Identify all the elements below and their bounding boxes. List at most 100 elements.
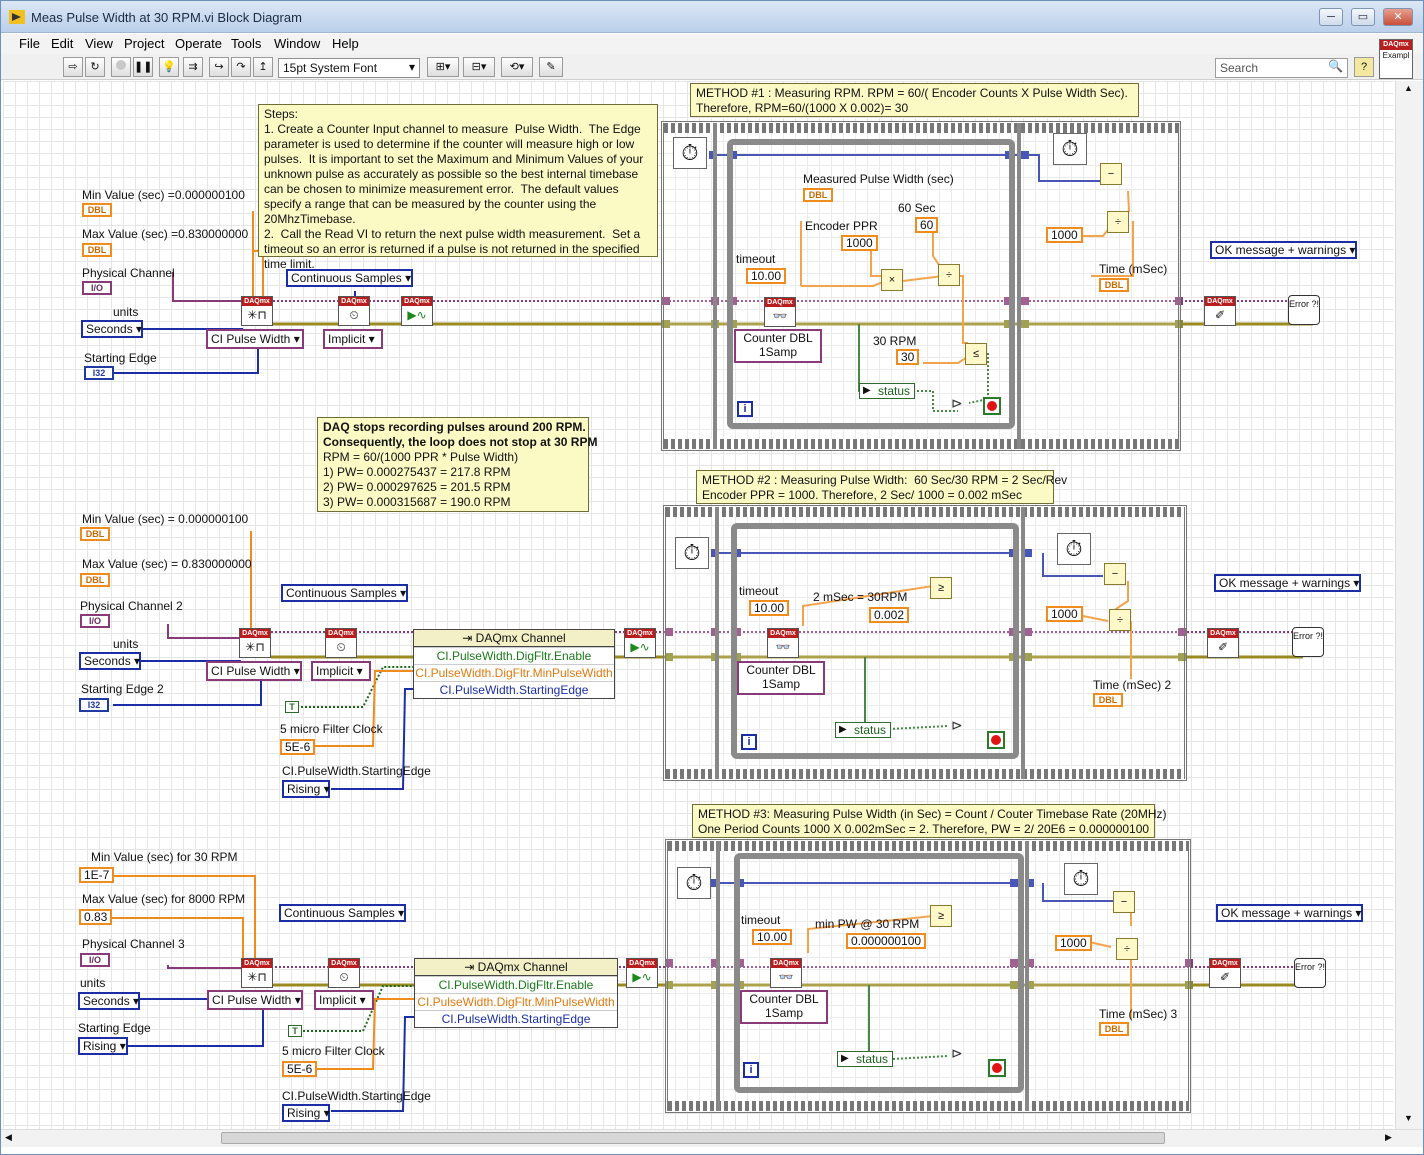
property-digfltr-enable[interactable]: CI.PulseWidth.DigFltr.Enable — [414, 647, 614, 664]
thousand-constant[interactable]: 1000 — [1046, 227, 1083, 243]
starting-edge-3-enum[interactable]: Rising ▾ — [78, 1037, 128, 1055]
implicit-ring[interactable]: Implicit ▾ — [323, 329, 383, 349]
starting-edge-2-i32[interactable]: I32 — [79, 698, 109, 712]
menu-tools[interactable]: Tools — [231, 36, 262, 51]
min-value-3-constant[interactable]: 1E-7 — [79, 867, 115, 883]
true-constant-3[interactable]: T — [288, 1025, 302, 1037]
stop-button-icon[interactable] — [983, 397, 1001, 415]
menu-operate[interactable]: Operate — [175, 36, 222, 51]
step-out-icon[interactable]: ↥ — [253, 57, 273, 77]
daqmx-read-vi[interactable]: DAQmx👓 — [764, 297, 796, 327]
sample-mode-enum-2[interactable]: Continuous Samples ▾ — [281, 584, 408, 602]
daqmx-clear-vi-3[interactable]: DAQmx✐ — [1209, 958, 1241, 988]
scroll-down-icon[interactable]: ▼ — [1404, 1113, 1413, 1123]
ok-message-enum[interactable]: OK message + warnings ▾ — [1210, 241, 1357, 259]
physical-channel-3-io[interactable]: I/O — [80, 953, 110, 967]
block-diagram-canvas[interactable]: METHOD #1 : Measuring RPM. RPM = 60/( En… — [3, 81, 1393, 1129]
sample-mode-enum[interactable]: Continuous Samples ▾ — [286, 269, 413, 287]
daqmx-create-channel-vi-2[interactable]: DAQmx✳⊓ — [239, 628, 271, 658]
highlight-execution-icon[interactable]: 💡 — [159, 57, 179, 77]
property-startingedge[interactable]: CI.PulseWidth.StartingEdge — [414, 681, 614, 698]
menu-window[interactable]: Window — [274, 36, 321, 51]
property-digfltr-enable[interactable]: CI.PulseWidth.DigFltr.Enable — [415, 976, 617, 993]
thirty-rpm-constant[interactable]: 30 — [896, 349, 920, 365]
implicit-ring-2[interactable]: Implicit ▾ — [311, 661, 371, 681]
search-input[interactable]: Search🔍 — [1215, 58, 1348, 78]
ci-pulse-width-ring[interactable]: CI Pulse Width ▾ — [206, 329, 304, 349]
min-pw-constant[interactable]: 0.000000100 — [846, 933, 927, 949]
align-objects-icon[interactable]: ⊞▾ — [427, 57, 459, 77]
stop-button-icon[interactable] — [987, 731, 1005, 749]
simple-error-handler-icon-3[interactable]: Error ?! — [1294, 958, 1326, 988]
simple-error-handler-icon[interactable]: Error ?! — [1288, 295, 1320, 325]
units-enum-3[interactable]: Seconds ▾ — [78, 992, 140, 1010]
daqmx-start-vi[interactable]: DAQmx▶∿ — [401, 296, 433, 326]
daqmx-channel-property-node-3[interactable]: ⇥ DAQmx Channel CI.PulseWidth.DigFltr.En… — [414, 958, 618, 1028]
daqmx-start-vi-3[interactable]: DAQmx▶∿ — [626, 958, 658, 988]
rising-enum[interactable]: Rising ▾ — [282, 780, 330, 798]
menu-edit[interactable]: Edit — [51, 36, 74, 51]
daqmx-timing-vi[interactable]: DAQmx⏲ — [338, 296, 370, 326]
menu-help[interactable]: Help — [332, 36, 359, 51]
run-continuously-icon[interactable]: ↻ — [85, 57, 105, 77]
encoder-ppr-constant[interactable]: 1000 — [841, 235, 878, 251]
physical-channel-io[interactable]: I/O — [82, 281, 112, 295]
thousand-constant-3[interactable]: 1000 — [1055, 935, 1092, 951]
property-digfltr-minpulsewidth[interactable]: CI.PulseWidth.DigFltr.MinPulseWidth — [415, 993, 617, 1010]
ok-message-enum-2[interactable]: OK message + warnings ▾ — [1214, 574, 1361, 592]
menu-file[interactable]: File — [19, 36, 40, 51]
daqmx-timing-vi-3[interactable]: DAQmx⏲ — [328, 958, 360, 988]
counter-dbl-ring[interactable]: Counter DBL 1Samp — [734, 329, 822, 363]
menu-project[interactable]: Project — [124, 36, 165, 51]
daqmx-clear-vi-2[interactable]: DAQmx✐ — [1207, 628, 1239, 658]
max-value-dbl[interactable]: DBL — [82, 243, 112, 257]
daqmx-timing-vi-2[interactable]: DAQmx⏲ — [325, 628, 357, 658]
min-value-dbl[interactable]: DBL — [82, 203, 112, 217]
daqmx-read-vi-3[interactable]: DAQmx👓 — [770, 958, 802, 988]
counter-dbl-ring-3[interactable]: Counter DBL 1Samp — [740, 990, 828, 1024]
property-digfltr-minpulsewidth[interactable]: CI.PulseWidth.DigFltr.MinPulseWidth — [414, 664, 614, 680]
clean-up-diagram-icon[interactable]: ✎ — [539, 57, 563, 77]
daqmx-clear-vi[interactable]: DAQmx✐ — [1204, 296, 1236, 326]
simple-error-handler-icon-2[interactable]: Error ?! — [1292, 627, 1324, 657]
horizontal-scrollbar[interactable]: ◀ ▶ — [1, 1129, 1423, 1147]
daqmx-read-vi-2[interactable]: DAQmx👓 — [767, 628, 799, 658]
physical-channel-2-io[interactable]: I/O — [80, 614, 110, 628]
help-icon[interactable]: ? — [1354, 57, 1374, 77]
true-constant[interactable]: T — [285, 701, 299, 713]
font-selector[interactable]: 15pt System Font▾ — [278, 58, 420, 78]
sample-mode-enum-3[interactable]: Continuous Samples ▾ — [279, 904, 406, 922]
menu-view[interactable]: View — [85, 36, 113, 51]
timeout-constant-3[interactable]: 10.00 — [752, 929, 793, 945]
vertical-scrollbar[interactable]: ▲ ▼ — [1395, 81, 1423, 1129]
reorder-icon[interactable]: ⟲▾ — [501, 57, 533, 77]
scroll-right-icon[interactable]: ▶ — [1385, 1132, 1392, 1142]
daqmx-start-vi-2[interactable]: DAQmx▶∿ — [624, 628, 656, 658]
daqmx-channel-property-node-2[interactable]: ⇥ DAQmx Channel CI.PulseWidth.DigFltr.En… — [413, 629, 615, 699]
minimize-button[interactable]: ─ — [1319, 8, 1343, 26]
retain-wire-values-icon[interactable]: ⇉ — [183, 57, 203, 77]
filter-clock-constant[interactable]: 5E-6 — [280, 739, 316, 755]
stop-button-icon[interactable] — [988, 1059, 1006, 1077]
starting-edge-i32[interactable]: I32 — [84, 366, 114, 380]
step-over-icon[interactable]: ↷ — [231, 57, 251, 77]
close-button[interactable]: ✕ — [1383, 8, 1413, 26]
abort-icon[interactable] — [111, 57, 131, 77]
sixty-sec-constant[interactable]: 60 — [915, 217, 939, 233]
run-arrow-icon[interactable]: ⇨ — [63, 57, 83, 77]
timeout-constant-2[interactable]: 10.00 — [749, 600, 790, 616]
ci-pulse-width-ring-2[interactable]: CI Pulse Width ▾ — [206, 661, 302, 681]
ok-message-enum-3[interactable]: OK message + warnings ▾ — [1216, 904, 1363, 922]
units-enum-2[interactable]: Seconds ▾ — [79, 652, 141, 670]
maximize-button[interactable]: ▭ — [1351, 8, 1375, 26]
thousand-constant-2[interactable]: 1000 — [1046, 606, 1083, 622]
ci-pulse-width-ring-3[interactable]: CI Pulse Width ▾ — [207, 990, 303, 1010]
scroll-thumb[interactable] — [221, 1132, 1165, 1144]
pause-icon[interactable]: ❚❚ — [133, 57, 153, 77]
property-startingedge[interactable]: CI.PulseWidth.StartingEdge — [415, 1010, 617, 1027]
timeout-constant[interactable]: 10.00 — [746, 268, 787, 284]
units-enum[interactable]: Seconds ▾ — [81, 320, 143, 338]
daqmx-create-channel-vi[interactable]: DAQmx✳⊓ — [241, 296, 273, 326]
scroll-up-icon[interactable]: ▲ — [1404, 83, 1413, 93]
min-value-dbl-2[interactable]: DBL — [80, 527, 110, 541]
